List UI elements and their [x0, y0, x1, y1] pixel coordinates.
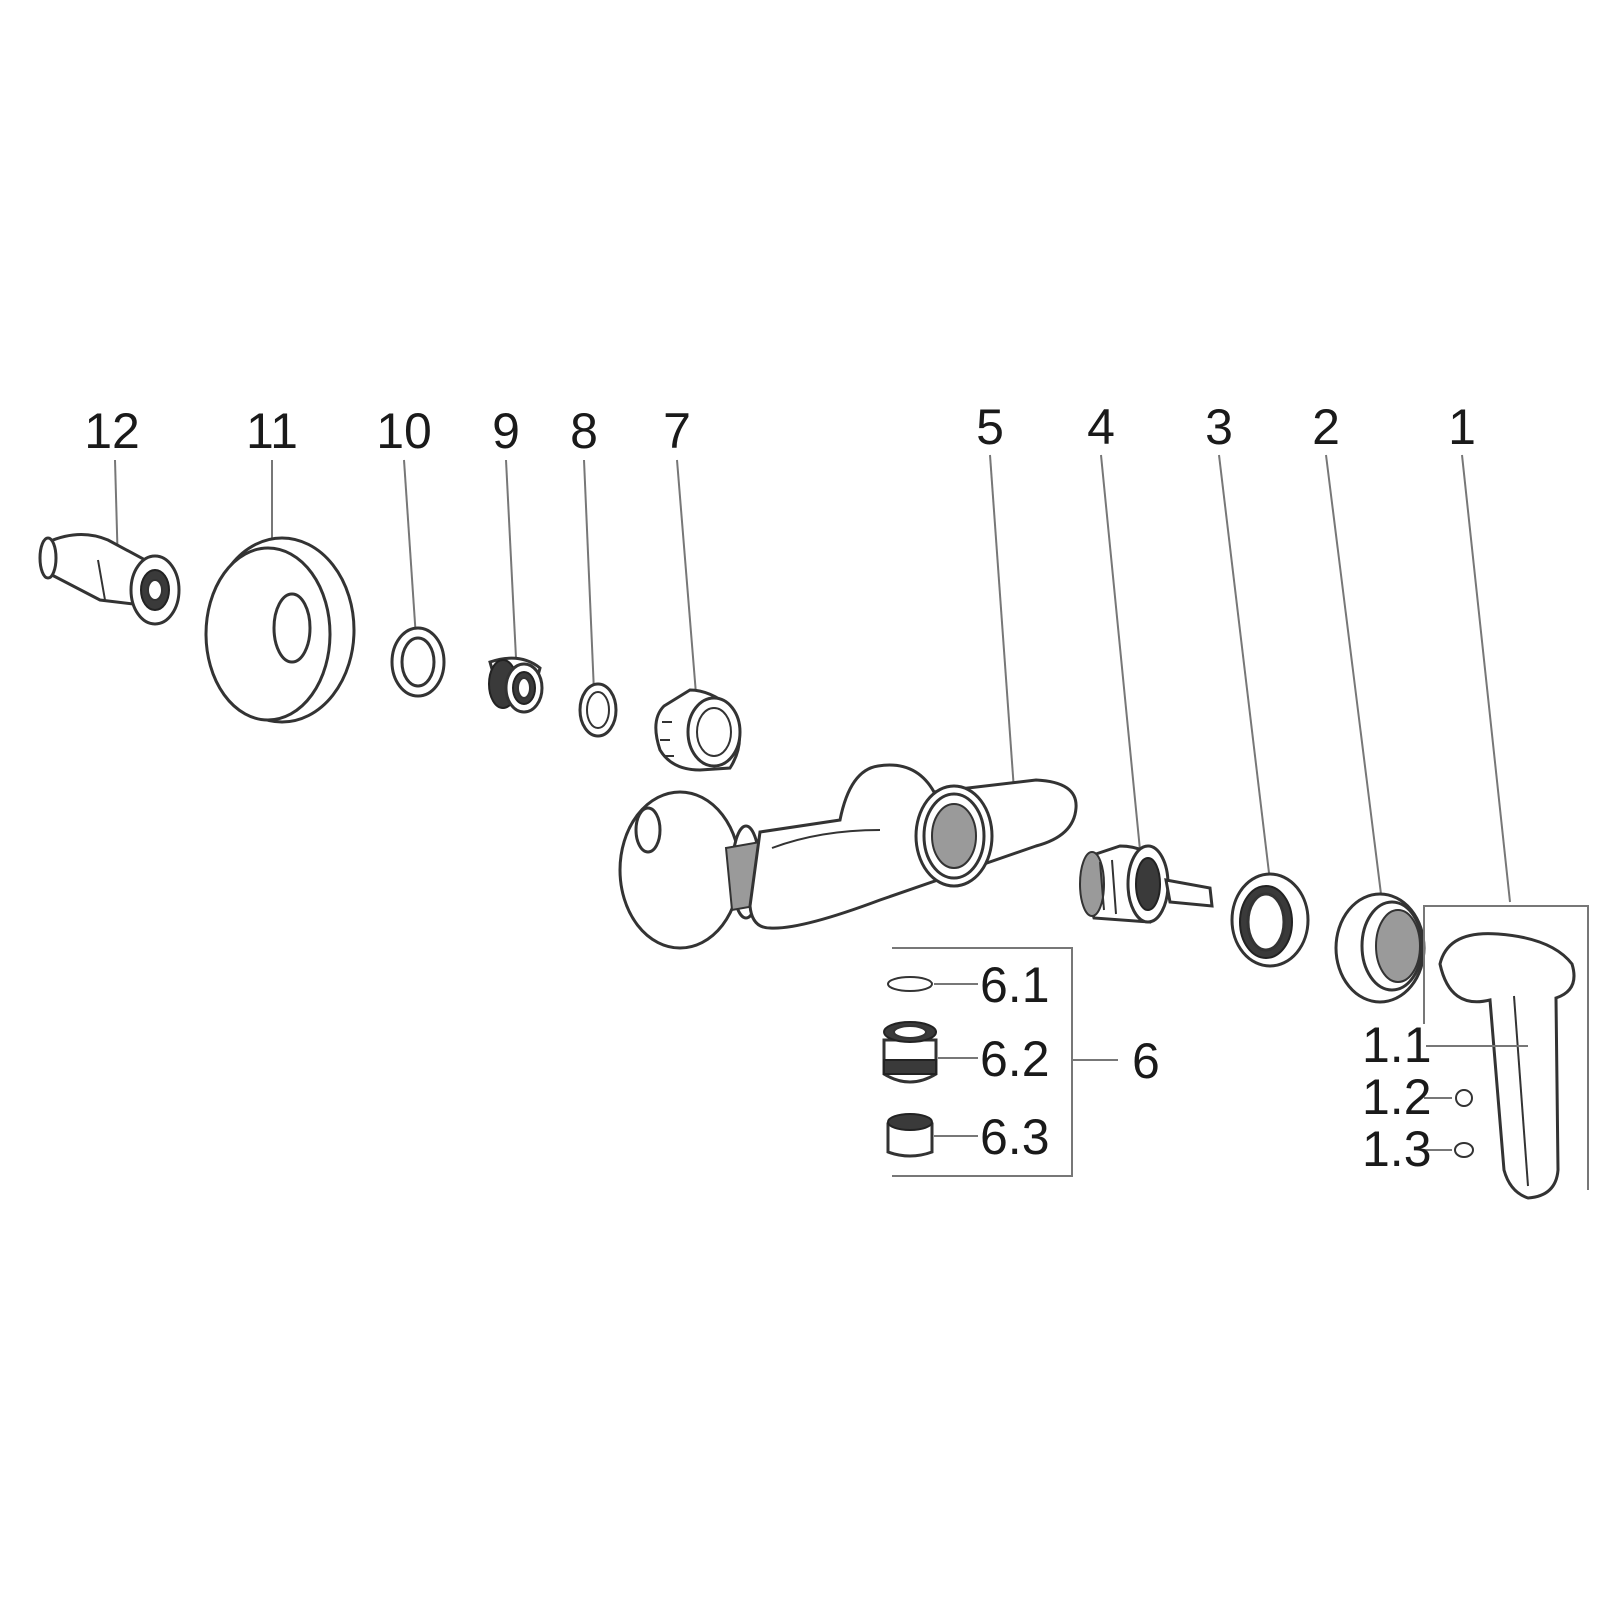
leader-5 [989, 454, 1015, 791]
label-12: 12 [84, 403, 140, 459]
label-7: 7 [663, 403, 691, 459]
bracket-6 [892, 947, 1073, 1177]
leader-4 [1100, 454, 1141, 851]
part-5-mixer-body [618, 763, 1078, 950]
label-1-2: 1.2 [1362, 1069, 1432, 1125]
part-10-washer [390, 626, 446, 698]
part-3-bonnet-nut [1230, 872, 1310, 968]
part-1-handle: 1.1 [1362, 905, 1589, 1200]
leader-2 [1325, 454, 1385, 919]
label-6-2: 6.2 [980, 1031, 1050, 1087]
part-9-adapter [488, 656, 544, 714]
part-11-rosette [204, 536, 356, 724]
label-4: 4 [1087, 399, 1115, 455]
leader-10 [403, 459, 417, 639]
part-6-group: 6 6.1 6.2 6.3 [882, 947, 1160, 1177]
label-8: 8 [570, 403, 598, 459]
label-6: 6 [1132, 1033, 1160, 1089]
leader-3 [1218, 454, 1273, 899]
part-12-connector [38, 533, 181, 626]
label-3: 3 [1205, 399, 1233, 455]
part-8-o-ring [578, 682, 618, 738]
leader-1 [1461, 454, 1511, 903]
label-6-1: 6.1 [980, 957, 1050, 1013]
label-1-1: 1.1 [1362, 1017, 1432, 1073]
leader-8 [583, 459, 595, 693]
part-6-3-insert [886, 1113, 934, 1158]
label-6-3: 6.3 [980, 1109, 1050, 1165]
part-2-cover-sleeve [1334, 892, 1426, 1004]
leader-9 [505, 459, 517, 659]
part-1-2-screw: 1.2 [1362, 1069, 1473, 1125]
part-1-3-cap: 1.3 [1362, 1121, 1474, 1177]
part-6-2-aerator [882, 1021, 938, 1084]
label-9: 9 [492, 403, 520, 459]
label-1: 1 [1448, 399, 1476, 455]
part-4-cartridge [1079, 844, 1214, 924]
label-10: 10 [376, 403, 432, 459]
label-11: 11 [246, 403, 298, 459]
label-5: 5 [976, 399, 1004, 455]
part-6-1-o-ring [887, 976, 933, 992]
label-2: 2 [1312, 399, 1340, 455]
leader-7 [676, 459, 697, 695]
part-7-nut [654, 688, 742, 772]
label-1-3: 1.3 [1362, 1121, 1432, 1177]
